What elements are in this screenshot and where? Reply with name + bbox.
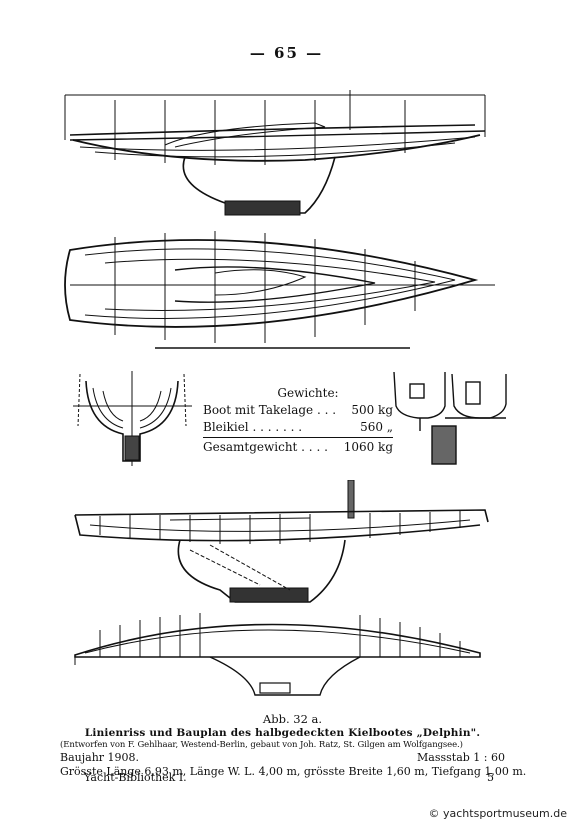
- weights-table: Gewichte: Boot mit Takelage . . . 500 kg…: [203, 385, 393, 456]
- figure-title: Linienriss und Bauplan des halbgedeckten…: [84, 727, 481, 739]
- page-footer: Yacht-Bibliothek I. 5: [84, 771, 494, 784]
- cross-section-drawing: [393, 371, 507, 465]
- figure-caption: Abb. 32 a. Linienriss und Bauplan des ha…: [60, 712, 527, 778]
- hull-plan-drawing: [64, 231, 495, 349]
- figure-year: Baujahr 1908.: [60, 751, 140, 764]
- weights-total-value: 1060 kg: [343, 440, 393, 454]
- weights-label: Boot mit Takelage . . .: [203, 403, 337, 417]
- footer-series: Yacht-Bibliothek I.: [84, 771, 187, 784]
- watermark: © yachtsportmuseum.de: [428, 807, 567, 820]
- footer-signature: 5: [487, 771, 494, 784]
- hull-profile-drawing: [64, 90, 486, 216]
- page-number: — 65 —: [249, 44, 324, 62]
- figure-number: Abb. 32 a.: [262, 712, 323, 726]
- figure-designer-note: (Entworfen von F. Gehlhaar, Westend-Berl…: [60, 740, 463, 750]
- weights-value: 560 „: [360, 420, 393, 434]
- construction-profile-drawing: [74, 480, 489, 603]
- weights-value: 500 kg: [351, 403, 393, 417]
- weights-heading: Gewichte:: [277, 386, 339, 400]
- figure-year-scale: Baujahr 1908. Massstab 1 : 60: [60, 751, 505, 764]
- weights-row: Bleikiel . . . . . . . 560 „: [203, 419, 393, 436]
- weights-total-row: Gesamtgewicht . . . . 1060 kg: [203, 439, 393, 456]
- weights-total-label: Gesamtgewicht . . . .: [203, 440, 328, 454]
- construction-plan-drawing: [74, 613, 481, 696]
- figure-scale: Massstab 1 : 60: [417, 751, 505, 764]
- weights-label: Bleikiel . . . . . . .: [203, 420, 303, 434]
- weights-row: Boot mit Takelage . . . 500 kg: [203, 402, 393, 419]
- body-plan-left-drawing: [73, 371, 192, 466]
- figure-dimensions: Grösste Länge 6,93 m, Länge W. L. 4,00 m…: [60, 765, 527, 778]
- weights-divider: [203, 437, 393, 438]
